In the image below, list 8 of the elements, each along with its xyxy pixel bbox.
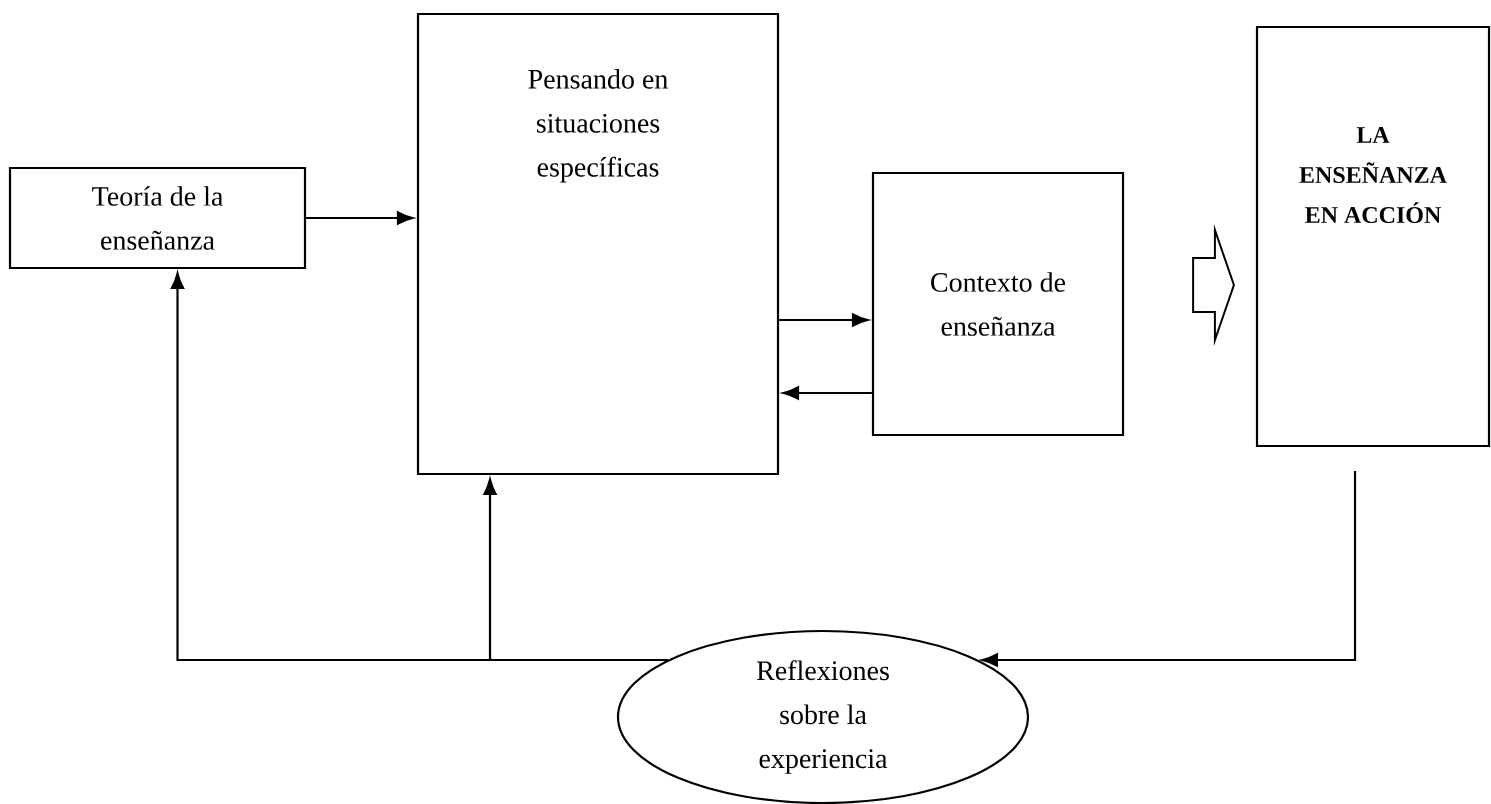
arrow: [779, 313, 869, 327]
arrow: [981, 471, 1357, 667]
outcome-box: LA ENSEÑANZA EN ACCIÓN: [1255, 25, 1491, 448]
process-box: Contexto de enseñanza: [871, 171, 1125, 437]
block-arrow: [1192, 224, 1235, 346]
arrow: [306, 211, 414, 225]
arrow: [782, 386, 872, 400]
process-box: Teoría de la enseñanza: [8, 166, 307, 270]
